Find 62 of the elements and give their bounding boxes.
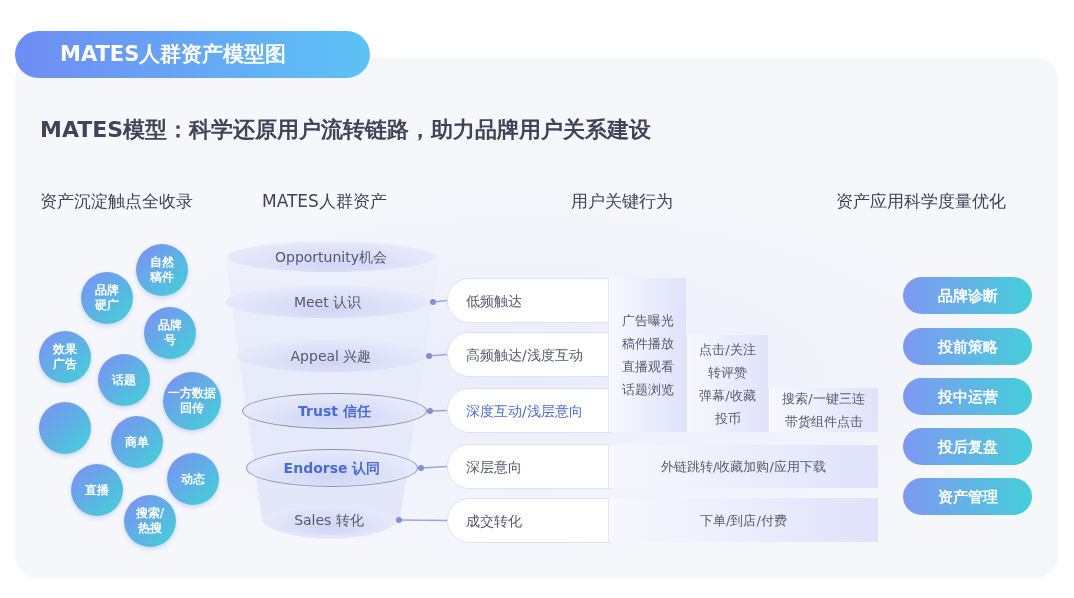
behavior-text: 点击/关注 <box>699 340 756 359</box>
stage-label: 深层意向 <box>466 458 522 475</box>
behavior-text: 转评赞 <box>708 363 747 382</box>
behavior-cell <box>608 498 878 542</box>
application-pill <box>903 328 1032 365</box>
layer-label: Meet 认识 <box>293 294 362 310</box>
behavior-text: 稿件播放 <box>621 335 674 353</box>
application-pill <box>903 378 1032 415</box>
subtitle: MATES模型：科学还原用户流转链路，助力品牌用户关系建设 <box>40 116 652 144</box>
application-label: 投中运营 <box>937 388 998 405</box>
touchpoint-label: 一方数据回传 <box>167 386 217 416</box>
application-label: 品牌诊断 <box>937 287 998 304</box>
layer-label: Appeal 兴趣 <box>290 348 372 364</box>
application-pill <box>903 478 1032 515</box>
application-pill <box>903 428 1032 465</box>
behavior-cell <box>608 445 878 488</box>
application-label: 资产管理 <box>937 488 998 505</box>
behavior-text: 带货组件点击 <box>784 413 863 431</box>
stage-box <box>447 388 612 433</box>
behavior-text: 搜索/一键三连 <box>782 390 865 408</box>
stage-label: 低频触达 <box>466 292 522 309</box>
application-label: 投后复盘 <box>937 438 998 455</box>
behavior-cell <box>608 278 686 432</box>
touchpoint-label: 话题 <box>111 372 137 388</box>
touchpoint-label: 商单 <box>124 434 150 450</box>
connector-line <box>426 353 448 359</box>
application-pill <box>903 277 1032 314</box>
layer-label: Endorse 认同 <box>283 460 381 476</box>
behavior-text: 投币 <box>714 409 741 428</box>
touchpoint-label: 自然稿件 <box>149 255 175 285</box>
connector-line <box>396 517 448 523</box>
behavior-cell <box>686 335 768 432</box>
stage-label: 高频触达/浅度互动 <box>466 346 583 363</box>
layer-label: Sales 转化 <box>294 512 364 528</box>
touchpoint-label: 品牌硬广 <box>94 283 120 313</box>
column-heading: 资产沉淀触点全收录 <box>40 190 193 213</box>
behavior-text: 广告曝光 <box>621 312 674 330</box>
layer-label: Opportunity机会 <box>275 249 387 265</box>
application-label: 投前策略 <box>937 338 998 355</box>
behavior-text: 下单/到店/付费 <box>700 511 787 530</box>
touchpoint-label: 搜索/热搜 <box>134 506 166 536</box>
behavior-text: 弹幕/收藏 <box>699 386 756 405</box>
behavior-text: 直播观看 <box>621 358 674 376</box>
behavior-text: 话题浏览 <box>621 381 674 399</box>
behavior-text: 外链跳转/收藏加购/应用下载 <box>661 458 826 476</box>
column-heading: 用户关键行为 <box>571 190 673 213</box>
touchpoint-label: 动态 <box>180 471 206 487</box>
column-heading: 资产应用科学度量优化 <box>836 190 1006 213</box>
stage-box <box>447 498 612 543</box>
touchpoint-label: 直播 <box>84 482 110 498</box>
touchpoint-label: 效果广告 <box>52 342 78 372</box>
title-banner: MATES人群资产模型图 <box>15 31 370 78</box>
connector-line <box>427 408 448 414</box>
stage-label: 深度互动/浅层意向 <box>466 402 583 419</box>
touchpoint-label: 品牌号 <box>157 318 183 348</box>
connector-line <box>418 465 448 471</box>
column-heading: MATES人群资产 <box>262 190 387 213</box>
behavior-cell <box>768 388 878 432</box>
stage-label: 成交转化 <box>466 512 522 529</box>
layer-label: Trust 信任 <box>298 403 371 419</box>
stage-box <box>447 444 612 489</box>
connector-line <box>430 299 448 305</box>
